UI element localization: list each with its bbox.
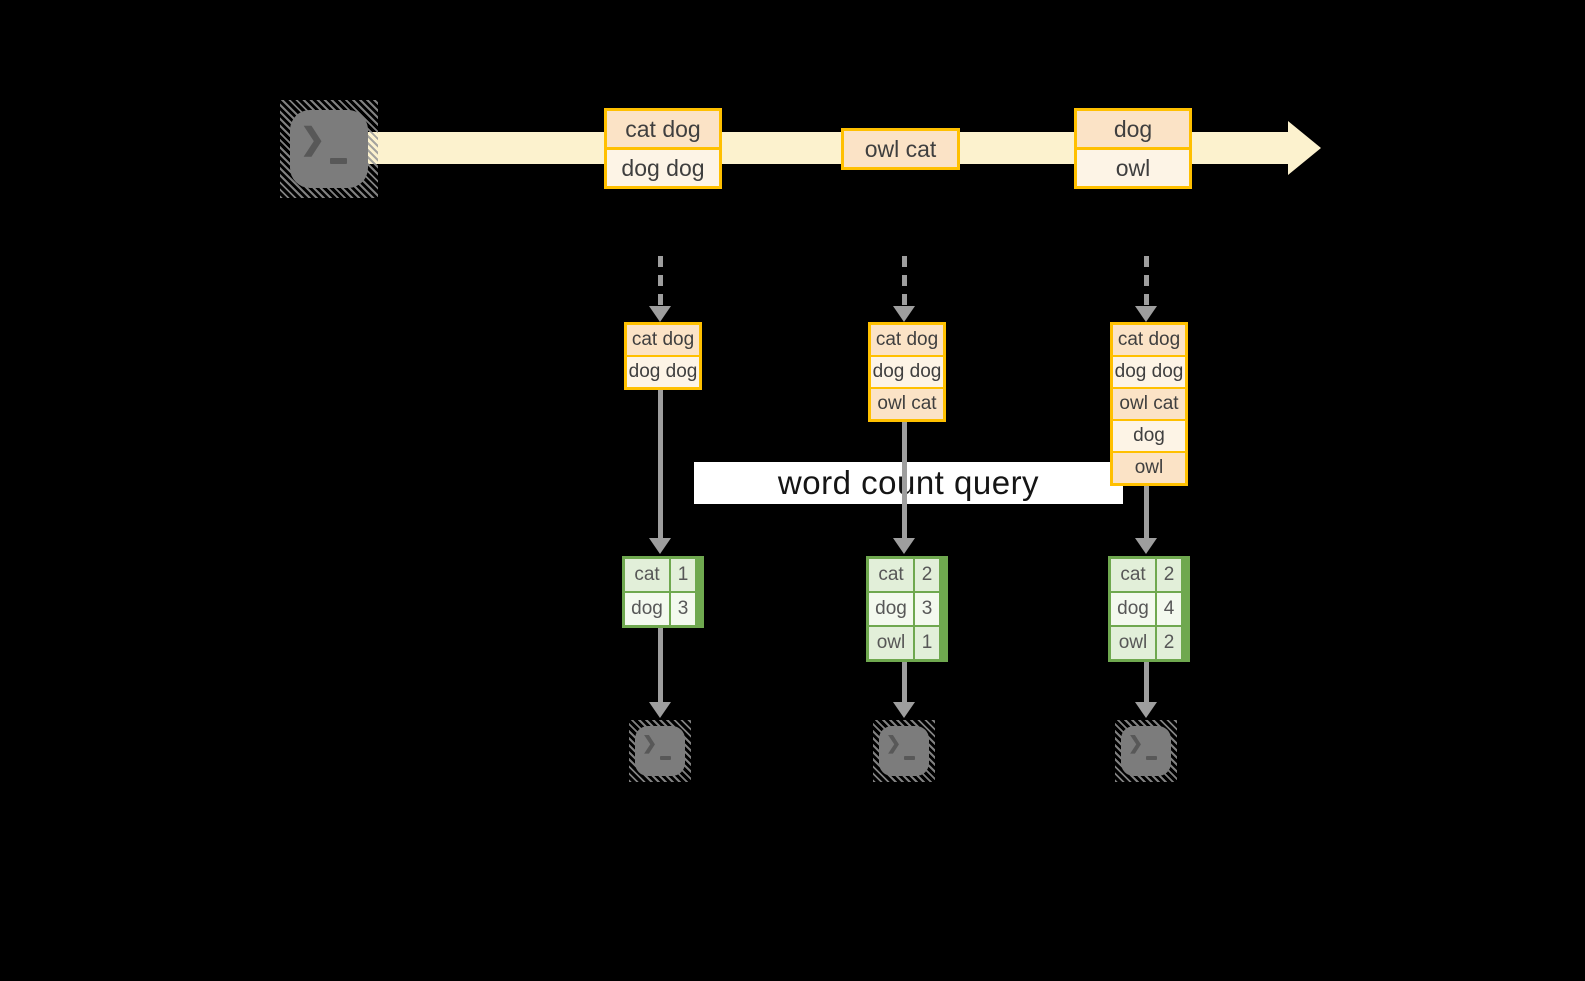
batch-record: owl cat: [1113, 389, 1185, 419]
stream-event-pair-1: cat dog dog dog: [604, 108, 722, 189]
query-banner: word count query: [694, 462, 1123, 504]
count-row: cat 2: [1111, 559, 1187, 591]
sink-terminal-icon-3: ❯: [1115, 720, 1177, 782]
batch-record: dog dog: [1113, 357, 1185, 387]
count-value: 1: [671, 559, 695, 591]
count-row: owl 2: [1111, 627, 1187, 659]
sink-arrow-2: [893, 662, 915, 718]
count-row: dog 3: [869, 593, 945, 625]
terminal-cursor-icon: [904, 756, 915, 760]
batch-record: cat dog: [627, 325, 699, 355]
terminal-screen: [635, 726, 685, 776]
batch-record: dog: [1113, 421, 1185, 451]
count-row: cat 2: [869, 559, 945, 591]
terminal-screen: [1121, 726, 1171, 776]
batch-record: dog dog: [627, 357, 699, 387]
sink-terminal-icon-1: ❯: [629, 720, 691, 782]
batch-record: owl: [1113, 453, 1185, 483]
arrow-head: [1135, 702, 1157, 718]
count-value: 3: [671, 593, 695, 625]
terminal-screen: [290, 110, 368, 188]
count-row: owl 1: [869, 627, 945, 659]
word-count-table-3: cat 2 dog 4 owl 2: [1108, 556, 1190, 662]
word-count-table-1: cat 1 dog 3: [622, 556, 704, 628]
count-value: 4: [1157, 593, 1181, 625]
count-value: 2: [915, 559, 939, 591]
count-word: dog: [1111, 593, 1155, 625]
terminal-prompt-icon: ❯: [886, 733, 902, 753]
batch-stack-2: cat dog dog dog owl cat: [868, 322, 946, 422]
count-word: owl: [869, 627, 913, 659]
arrow-shaft: [657, 390, 663, 538]
sink-terminal-icon-2: ❯: [873, 720, 935, 782]
count-word: cat: [1111, 559, 1155, 591]
count-word: dog: [625, 593, 669, 625]
arrow-head: [1135, 538, 1157, 554]
count-word: owl: [1111, 627, 1155, 659]
arrow-head: [893, 702, 915, 718]
stream-event-single: owl cat: [841, 128, 960, 170]
count-word: cat: [625, 559, 669, 591]
terminal-cursor-icon: [330, 158, 347, 164]
stream-record: owl cat: [844, 131, 957, 167]
arrow-shaft: [1143, 486, 1149, 538]
terminal-screen: [879, 726, 929, 776]
count-word: dog: [869, 593, 913, 625]
count-row: dog 4: [1111, 593, 1187, 625]
arrow-shaft: [1143, 662, 1149, 702]
arrow-head: [649, 702, 671, 718]
terminal-prompt-icon: ❯: [1128, 733, 1144, 753]
arrow-shaft: [901, 662, 907, 702]
stream-record: owl: [1077, 150, 1189, 186]
arrow-head: [893, 538, 915, 554]
count-row: cat 1: [625, 559, 701, 591]
stream-event-pair-2: dog owl: [1074, 108, 1192, 189]
arrow-shaft: [901, 256, 907, 306]
source-terminal-icon: ❯: [280, 100, 378, 198]
trigger-arrow-1: [649, 256, 671, 322]
batch-stack-3: cat dog dog dog owl cat dog owl: [1110, 322, 1188, 486]
query-banner-label: word count query: [777, 464, 1040, 501]
arrow-head: [649, 306, 671, 322]
batch-stack-1: cat dog dog dog: [624, 322, 702, 390]
stream-record: dog dog: [607, 150, 719, 186]
batch-record: dog dog: [871, 357, 943, 387]
stream-record: cat dog: [607, 111, 719, 147]
terminal-cursor-icon: [1146, 756, 1157, 760]
stream-record: dog: [1077, 111, 1189, 147]
query-arrow-1: [649, 390, 671, 554]
query-arrow-3: [1135, 486, 1157, 554]
query-arrow-2: [893, 422, 915, 554]
sink-arrow-3: [1135, 662, 1157, 718]
arrow-shaft: [657, 256, 663, 306]
batch-record: owl cat: [871, 389, 943, 419]
terminal-prompt-icon: ❯: [642, 733, 658, 753]
batch-record: cat dog: [871, 325, 943, 355]
arrow-head: [649, 538, 671, 554]
word-count-table-2: cat 2 dog 3 owl 1: [866, 556, 948, 662]
arrow-shaft: [1143, 256, 1149, 306]
sink-arrow-1: [649, 628, 671, 718]
arrow-shaft: [901, 422, 907, 538]
terminal-cursor-icon: [660, 756, 671, 760]
count-word: cat: [869, 559, 913, 591]
arrow-head: [1135, 306, 1157, 322]
arrow-shaft: [657, 628, 663, 702]
batch-record: cat dog: [1113, 325, 1185, 355]
count-value: 2: [1157, 627, 1181, 659]
count-value: 2: [1157, 559, 1181, 591]
trigger-arrow-3: [1135, 256, 1157, 322]
count-value: 1: [915, 627, 939, 659]
stream-arrow-head: [1288, 121, 1321, 175]
count-value: 3: [915, 593, 939, 625]
arrow-head: [893, 306, 915, 322]
terminal-prompt-icon: ❯: [300, 123, 326, 156]
trigger-arrow-2: [893, 256, 915, 322]
count-row: dog 3: [625, 593, 701, 625]
